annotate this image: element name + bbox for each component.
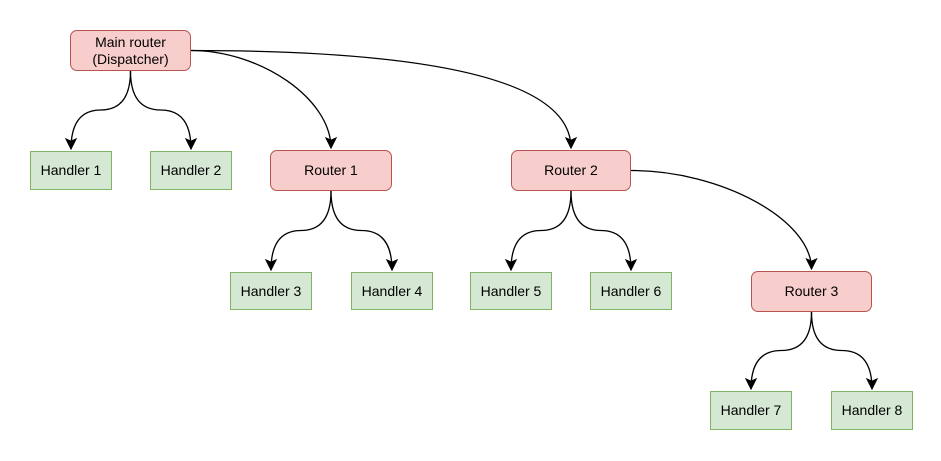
node-label: Router 2 bbox=[544, 162, 598, 179]
node-label: Handler 2 bbox=[160, 162, 222, 179]
edge-router-2-to-router-3 bbox=[630, 169, 818, 271]
edge-router-1-to-handler-4 bbox=[330, 190, 399, 272]
node-main-router[interactable]: Main router (Dispatcher) bbox=[70, 30, 191, 71]
edge-router-3-to-handler-8 bbox=[810, 311, 879, 391]
edge-router-3-to-handler-7 bbox=[744, 311, 813, 391]
node-label: Router 1 bbox=[304, 162, 358, 179]
node-handler-2[interactable]: Handler 2 bbox=[150, 151, 232, 190]
edge-main-router-to-handler-1 bbox=[64, 70, 132, 151]
node-label: Handler 7 bbox=[720, 402, 782, 419]
node-handler-7[interactable]: Handler 7 bbox=[710, 391, 792, 430]
node-label: Router 3 bbox=[784, 283, 839, 300]
edge-main-router-to-router-2 bbox=[190, 49, 578, 150]
node-handler-6[interactable]: Handler 6 bbox=[590, 272, 672, 310]
node-label: Main router (Dispatcher) bbox=[92, 34, 169, 67]
node-label: Handler 3 bbox=[240, 282, 302, 299]
node-handler-8[interactable]: Handler 8 bbox=[831, 391, 913, 430]
node-router-3[interactable]: Router 3 bbox=[751, 271, 872, 312]
node-label: Handler 4 bbox=[361, 282, 423, 299]
node-router-2[interactable]: Router 2 bbox=[511, 150, 631, 191]
node-label: Handler 6 bbox=[600, 282, 662, 299]
node-router-1[interactable]: Router 1 bbox=[270, 150, 392, 191]
node-label: Handler 8 bbox=[841, 402, 903, 419]
node-label: Handler 1 bbox=[40, 162, 102, 179]
edge-router-1-to-handler-3 bbox=[264, 190, 332, 272]
edge-main-router-to-handler-2 bbox=[129, 70, 198, 151]
node-handler-5[interactable]: Handler 5 bbox=[470, 272, 552, 310]
node-handler-3[interactable]: Handler 3 bbox=[230, 272, 312, 310]
node-label: Handler 5 bbox=[480, 282, 542, 299]
node-handler-1[interactable]: Handler 1 bbox=[30, 151, 112, 190]
edge-router-2-to-handler-6 bbox=[570, 190, 638, 272]
node-handler-4[interactable]: Handler 4 bbox=[351, 272, 433, 310]
edge-main-router-to-router-1 bbox=[190, 49, 338, 150]
edge-router-2-to-handler-5 bbox=[504, 190, 572, 272]
